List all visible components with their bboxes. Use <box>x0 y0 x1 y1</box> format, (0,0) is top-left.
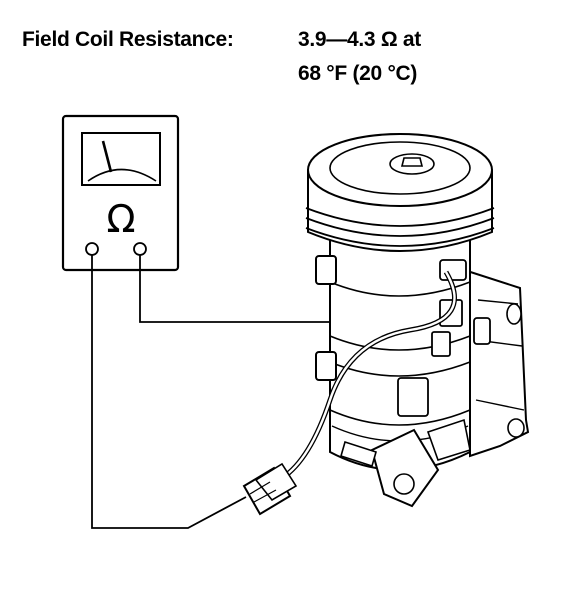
harness-connector <box>242 462 298 516</box>
spec-label: Field Coil Resistance: <box>22 28 234 51</box>
center-nut <box>400 157 424 167</box>
meter-scale-arc <box>87 168 157 182</box>
sensor-block <box>397 377 429 417</box>
lead-wire-right <box>139 255 343 323</box>
pulley-groove-2 <box>305 217 495 237</box>
lead-wire-left <box>91 255 247 529</box>
mount-lug-left-upper <box>315 255 337 285</box>
fitting-flange <box>426 418 471 461</box>
ac-compressor <box>305 133 530 508</box>
spec-value: 3.9—4.3 Ω at <box>298 28 421 51</box>
pulley-groove-1 <box>305 207 495 227</box>
harness-bracket <box>431 331 451 357</box>
field-coil-harness <box>280 270 457 481</box>
spec-condition: 68 °F (20 °C) <box>298 62 418 85</box>
wire-clip-top <box>439 259 467 281</box>
mount-ear-upper <box>506 303 522 325</box>
mount-lug-left-lower <box>315 351 337 381</box>
connector-latch <box>254 462 298 502</box>
test-leads <box>91 255 350 529</box>
mount-ear-lower <box>507 418 525 438</box>
bracket-tab <box>473 317 491 345</box>
discharge-fitting <box>370 428 440 508</box>
fitting-stud <box>340 440 377 468</box>
ohmmeter: Ω <box>61 114 180 272</box>
fitting-port <box>393 473 415 495</box>
meter-needle <box>101 140 113 173</box>
pulley-groove-3 <box>305 227 495 247</box>
ohm-symbol: Ω <box>106 197 135 241</box>
